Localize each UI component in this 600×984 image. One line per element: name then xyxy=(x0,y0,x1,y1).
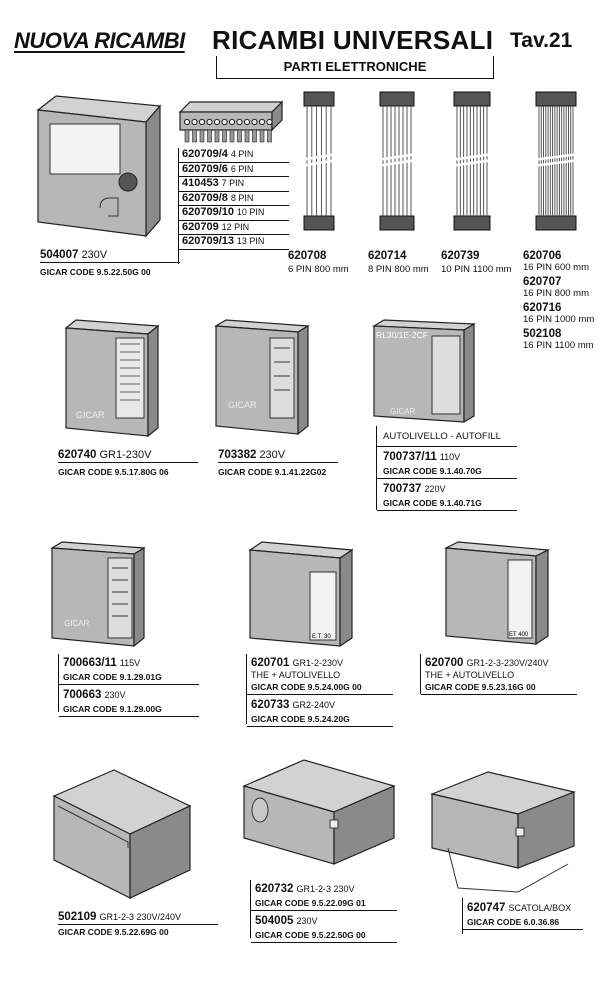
gicar-code: GICAR CODE 9.5.17.80G 06 xyxy=(58,467,169,477)
product-502109: 502109 GR1-2-3 230V/240V xyxy=(58,910,218,925)
product-image-620701: E.T. 30 xyxy=(248,541,354,648)
product-image-504007 xyxy=(36,95,162,238)
product-620700: 620700 GR1-2-3-230V/240V THE + AUTOLIVEL… xyxy=(420,654,577,695)
svg-text:RL30/1E-2CF: RL30/1E-2CF xyxy=(376,330,428,340)
product-image-620740: GICAR xyxy=(64,319,160,438)
product-image-700663: GICAR xyxy=(50,541,146,648)
svg-text:GICAR: GICAR xyxy=(390,407,416,416)
product-image-620747 xyxy=(429,771,577,893)
product-image-620732 xyxy=(242,759,396,865)
connector-row: 620709/4 4 PIN xyxy=(179,148,289,163)
svg-text:GICAR: GICAR xyxy=(228,400,257,410)
svg-text:GICAR: GICAR xyxy=(64,619,90,628)
svg-text:E.T. 30: E.T. 30 xyxy=(312,634,331,640)
ribbon-cables-image xyxy=(300,91,580,231)
product-620740: 620740 GR1-230V xyxy=(58,448,198,463)
product-image-502109 xyxy=(52,769,192,899)
brand-logo: NUOVA RICAMBI xyxy=(14,28,185,53)
product-703382: 703382 230V xyxy=(218,448,338,463)
table-number: Tav.21 xyxy=(510,29,573,52)
connector-row: 620709/6 6 PIN xyxy=(179,163,289,177)
product-620732-group: 620732 GR1-2-3 230V GICAR CODE 9.5.22.09… xyxy=(250,880,397,943)
product-620701-group: 620701 GR1-2-230V THE + AUTOLIVELLO GICA… xyxy=(246,654,393,727)
product-620747: 620747 SCATOLA/BOX GICAR CODE 6.0.36.86 xyxy=(462,898,583,934)
product-image-620700: ET 400 xyxy=(443,541,551,646)
gicar-code: GICAR CODE 9.1.41.22G02 xyxy=(218,467,327,477)
connector-row: 620709/13 13 PIN xyxy=(179,235,289,250)
svg-text:ET 400: ET 400 xyxy=(509,632,529,638)
cable-620714: 620714 8 PIN 800 mm xyxy=(368,250,429,275)
cable-620739: 620739 10 PIN 1100 mm xyxy=(441,250,512,275)
connector-row: 620709/10 10 PIN xyxy=(179,206,289,221)
product-image-703382: GICAR xyxy=(214,319,310,436)
product-700663-group: 700663/11 115V GICAR CODE 9.1.29.01G 700… xyxy=(58,654,199,717)
cable-16pin-list: 620706 16 PIN 600 mm 620707 16 PIN 800 m… xyxy=(523,250,595,351)
connector-row: 410453 7 PIN xyxy=(179,177,289,192)
product-image-700737: RL30/1E-2CF GICAR xyxy=(371,319,477,424)
product-700737-group: AUTOLIVELLO - AUTOFILL 700737/11 110V GI… xyxy=(376,426,517,511)
cable-620708: 620708 6 PIN 800 mm xyxy=(288,250,349,275)
connector-row: 620709 12 PIN xyxy=(179,221,289,235)
gicar-code: GICAR CODE 9.5.22.69G 00 xyxy=(58,927,169,937)
terminal-connector-image xyxy=(178,100,284,143)
product-504007: 504007 230V xyxy=(40,248,180,263)
page-title: RICAMBI UNIVERSALI xyxy=(212,25,494,55)
svg-text:GICAR: GICAR xyxy=(76,410,105,420)
section-subtitle: PARTI ELETTRONICHE xyxy=(216,56,494,79)
gicar-code: GICAR CODE 9.5.22.50G 00 xyxy=(40,267,151,277)
connector-row: 620709/8 8 PIN xyxy=(179,192,289,206)
